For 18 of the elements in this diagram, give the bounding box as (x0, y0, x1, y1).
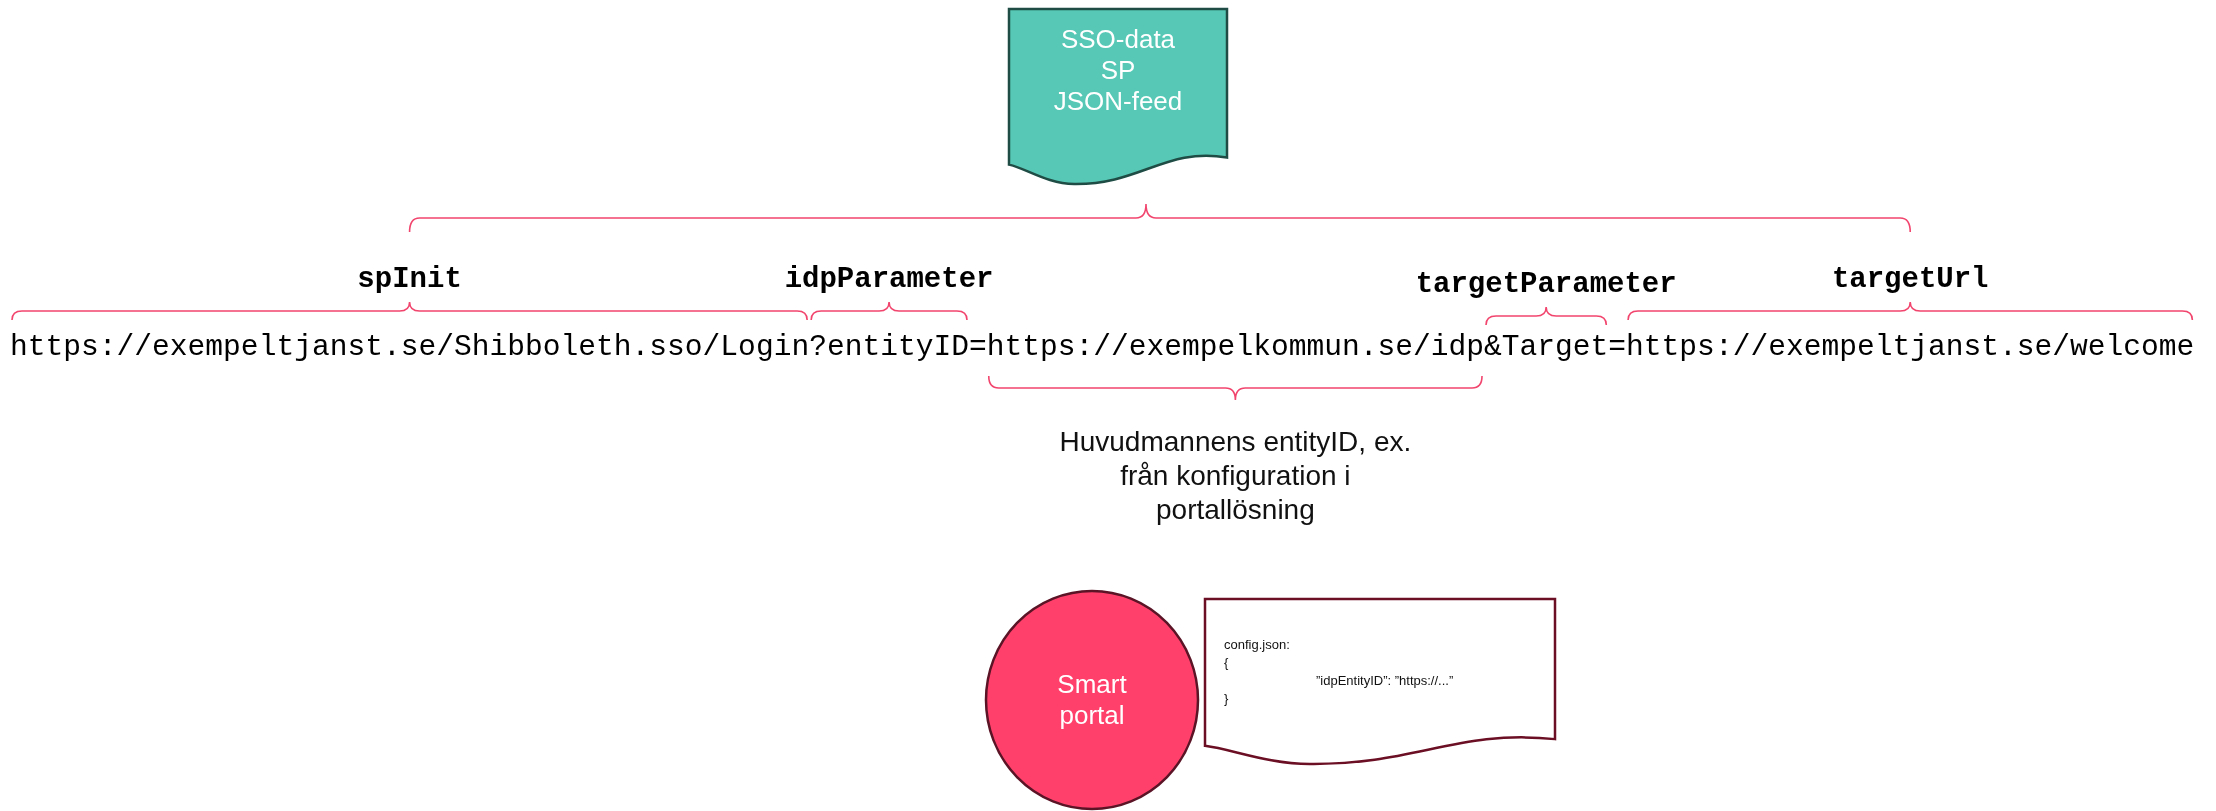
node-text: { (1224, 654, 1230, 672)
url-text: https://exempeltjanst.se/Shibboleth.sso/Login?entityID=https://exempelkommun.se/idp&Target=https://exempeltjanst.se/welcome (10, 330, 2195, 364)
parameter-label: targetUrl (1831, 263, 1989, 296)
parameter-label: targetParameter (1415, 268, 1677, 301)
parameter-label: idpParameter (784, 263, 994, 296)
node-text: SSO-data (1059, 24, 1177, 56)
node-text: ”idpEntityID”: ”https://...” (1315, 672, 1455, 690)
node-text: } (1224, 690, 1230, 708)
node-text: SP (1099, 55, 1137, 87)
node-text: Smart (1056, 668, 1128, 700)
node-text: portal (1058, 700, 1126, 732)
annotation-text: Huvudmannens entityID, ex. från konfiguration i portallösning (1058, 425, 1413, 527)
document-shape (1008, 8, 1228, 186)
ellipse-shape (985, 590, 1199, 810)
document-shape (1204, 598, 1556, 766)
parameter-label: spInit (357, 263, 462, 296)
node-text: config.json: (1224, 636, 1291, 654)
node-text: JSON-feed (1052, 86, 1184, 118)
